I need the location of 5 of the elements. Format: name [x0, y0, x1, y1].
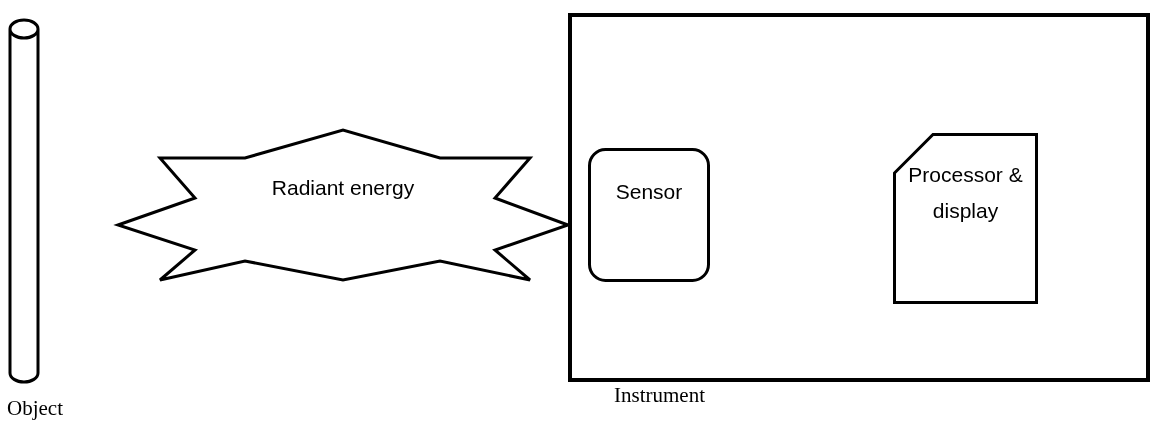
node-label: Processor & display [907, 162, 1024, 224]
node-label: Instrument [614, 383, 705, 408]
node-label: Radiant energy [270, 175, 416, 201]
node-label: Sensor [614, 179, 684, 205]
node-label: Object [7, 396, 63, 421]
